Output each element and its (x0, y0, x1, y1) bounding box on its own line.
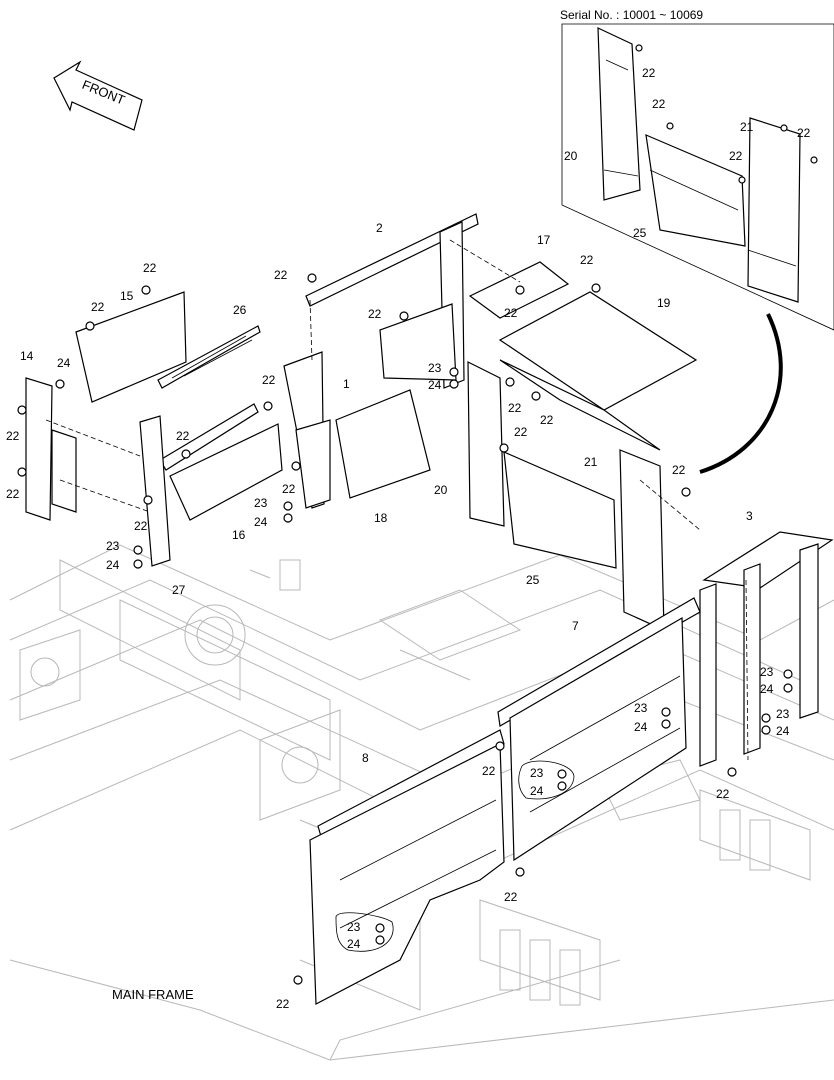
main-frame-label: MAIN FRAME (112, 987, 194, 1002)
callout-22: 22 (504, 890, 518, 904)
callout-22: 22 (6, 487, 20, 501)
callout-22: 22 (514, 425, 528, 439)
inset-pointer (699, 313, 783, 474)
callout-22: 22 (652, 97, 666, 111)
callout-24: 24 (428, 378, 442, 392)
callout-23: 23 (530, 766, 544, 780)
callout-22: 22 (176, 429, 190, 443)
callout-3: 3 (746, 509, 753, 523)
callout-20: 20 (564, 149, 578, 163)
callout-22: 22 (716, 787, 730, 801)
callout-17: 17 (537, 233, 551, 247)
callout-22: 22 (580, 253, 594, 267)
callout-14: 14 (20, 349, 34, 363)
callout-19: 19 (657, 296, 671, 310)
hardware-bolts (17, 273, 793, 985)
callout-15: 15 (120, 289, 134, 303)
callout-1: 1 (343, 377, 350, 391)
callout-22: 22 (642, 66, 656, 80)
callout-23: 23 (106, 539, 120, 553)
callout-22: 22 (274, 268, 288, 282)
callout-23: 23 (254, 496, 268, 510)
callout-22: 22 (6, 429, 20, 443)
callout-labels: 22 22 21 22 20 22 25 2 17 22 22 22 15 22… (6, 66, 811, 1011)
callout-23: 23 (634, 701, 648, 715)
callout-24: 24 (106, 558, 120, 572)
exploded-parts (25, 213, 834, 1005)
callout-16: 16 (232, 528, 246, 542)
callout-22: 22 (508, 401, 522, 415)
callout-22: 22 (143, 261, 157, 275)
callout-24: 24 (776, 724, 790, 738)
callout-24: 24 (347, 937, 361, 951)
callout-23: 23 (776, 707, 790, 721)
callout-21: 21 (584, 455, 598, 469)
callout-25: 25 (526, 573, 540, 587)
callout-21: 21 (740, 120, 754, 134)
callout-2: 2 (376, 221, 383, 235)
callout-22: 22 (672, 463, 686, 477)
callout-18: 18 (374, 511, 388, 525)
callout-22: 22 (540, 413, 554, 427)
callout-24: 24 (57, 356, 71, 370)
callout-22: 22 (368, 307, 382, 321)
callout-24: 24 (760, 682, 774, 696)
callout-24: 24 (530, 784, 544, 798)
callout-22: 22 (262, 373, 276, 387)
callout-23: 23 (347, 920, 361, 934)
callout-22: 22 (282, 482, 296, 496)
callout-26: 26 (233, 303, 247, 317)
callout-7: 7 (572, 619, 579, 633)
front-arrow: FRONT (53, 60, 143, 131)
callout-20: 20 (434, 483, 448, 497)
callout-22: 22 (134, 519, 148, 533)
callout-27: 27 (172, 583, 186, 597)
callout-25: 25 (633, 226, 647, 240)
callout-23: 23 (428, 361, 442, 375)
callout-24: 24 (634, 720, 648, 734)
callout-22: 22 (729, 149, 743, 163)
callout-22: 22 (91, 300, 105, 314)
serial-inset: Serial No. : 10001 ~ 10069 (560, 8, 834, 331)
callout-22: 22 (482, 764, 496, 778)
callout-8: 8 (362, 751, 369, 765)
serial-range-label: Serial No. : 10001 ~ 10069 (560, 8, 703, 22)
callout-22: 22 (276, 997, 290, 1011)
callout-22: 22 (797, 126, 811, 140)
callout-22: 22 (504, 306, 518, 320)
callout-24: 24 (254, 515, 268, 529)
callout-23: 23 (760, 665, 774, 679)
